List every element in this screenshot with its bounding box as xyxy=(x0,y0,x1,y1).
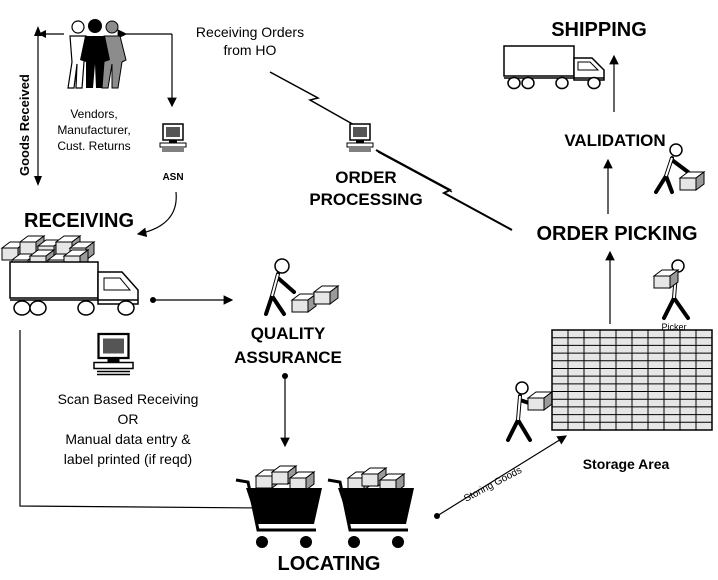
svg-text:Scan Based Receiving: Scan Based Receiving xyxy=(58,391,199,407)
svg-text:Receiving Orders: Receiving Orders xyxy=(196,24,304,40)
qa-worker-icon xyxy=(264,258,339,316)
svg-text:from HO: from HO xyxy=(224,42,277,58)
storage-area-grid xyxy=(551,329,713,431)
storing-worker-icon xyxy=(506,381,553,442)
locating-cart-icon xyxy=(235,465,322,548)
receiving-to-qa-arrow xyxy=(150,295,234,305)
svg-text:Manual data entry &: Manual data entry & xyxy=(65,431,191,447)
svg-text:Cust. Returns: Cust. Returns xyxy=(57,139,130,153)
ho-link-line xyxy=(269,71,513,231)
quality-assurance-label: QUALITY ASSURANCE xyxy=(234,324,342,367)
svg-text:OR: OR xyxy=(118,411,139,427)
receiving-to-locating-line xyxy=(19,330,264,513)
scan-computer-icon xyxy=(92,332,135,376)
goods-received-label: Goods Received xyxy=(17,74,32,176)
svg-text:ORDER: ORDER xyxy=(335,168,396,187)
order-processing-label: ORDER PROCESSING xyxy=(309,168,422,209)
picker-label: Picker xyxy=(661,322,686,332)
receiving-orders-label: Receiving Orders from HO xyxy=(196,24,304,58)
goods-received-arrows xyxy=(34,26,177,186)
shipping-truck-icon xyxy=(503,45,605,90)
scan-based-receiving-text: Scan Based Receiving OR Manual data entr… xyxy=(58,391,199,467)
receiving-title: RECEIVING xyxy=(24,210,134,232)
picker-worker-icon xyxy=(653,259,690,320)
order-picking-title: ORDER PICKING xyxy=(536,223,697,245)
shipping-title: SHIPPING xyxy=(551,19,647,41)
storage-area-label: Storage Area xyxy=(583,456,670,472)
vendors-label: Vendors, Manufacturer, Cust. Returns xyxy=(57,107,130,153)
asn-to-receiving-arrow xyxy=(136,191,177,238)
vendors-people-icon xyxy=(67,19,127,89)
svg-text:Vendors,: Vendors, xyxy=(70,107,117,121)
locating-cart-icon-2 xyxy=(327,467,414,548)
validation-title: VALIDATION xyxy=(564,131,665,150)
order-processing-computer-icon xyxy=(346,123,374,152)
receiving-truck-icon xyxy=(1,235,139,316)
locating-title: LOCATING xyxy=(278,553,381,575)
storing-goods-label: Storing Goods xyxy=(462,465,524,505)
svg-text:Manufacturer,: Manufacturer, xyxy=(57,123,130,137)
qa-to-locating-arrow xyxy=(280,373,290,448)
svg-text:label printed (if reqd): label printed (if reqd) xyxy=(64,451,192,467)
asn-computer-icon xyxy=(159,123,187,152)
storing-goods-arrow xyxy=(434,435,568,519)
asn-label: ASN xyxy=(162,172,183,183)
validation-worker-icon xyxy=(654,143,705,194)
svg-text:PROCESSING: PROCESSING xyxy=(309,190,422,209)
svg-text:ASSURANCE: ASSURANCE xyxy=(234,348,342,367)
svg-text:QUALITY: QUALITY xyxy=(251,324,326,343)
